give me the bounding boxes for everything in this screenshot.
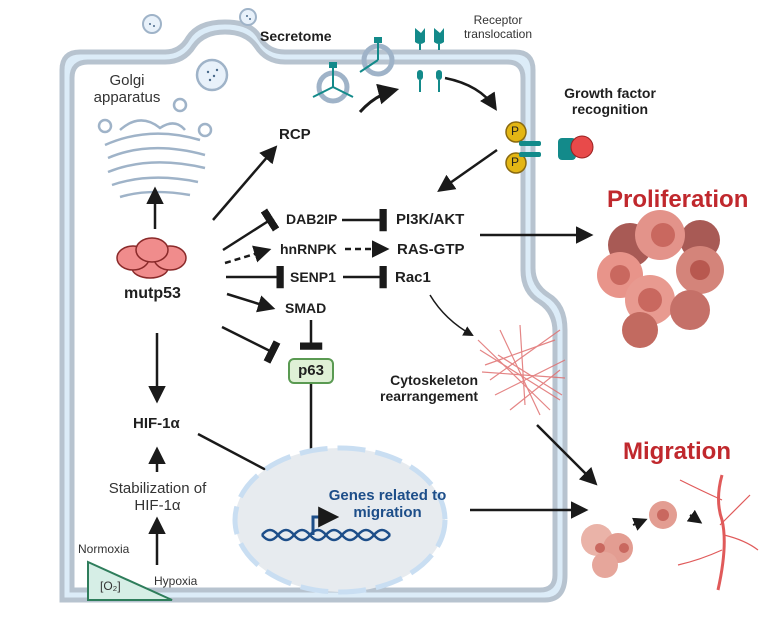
nucleus [232, 445, 448, 595]
oxygen-label: [O₂] [100, 579, 121, 593]
receptor-to-gf-arrow [444, 76, 497, 111]
smad-label: SMAD [285, 300, 327, 316]
cytoskeleton-label: Cytoskeleton rearrangement [380, 372, 478, 404]
golgi-label: Golgi apparatus [82, 72, 172, 107]
phospho-label-1: P [511, 124, 520, 138]
cell-membrane [59, 19, 568, 603]
receptor-translocation-line2: translocation [463, 26, 533, 41]
edge-cytoskeleton-migration [536, 424, 598, 486]
cytoskeleton-line2: rearrangement [380, 388, 479, 405]
edge-mutp53-rcp [212, 145, 278, 221]
translocation-arrow [358, 83, 400, 113]
stabilization-label: Stabilization of HIF-1α [100, 480, 215, 515]
migration-cells-icon [581, 501, 703, 578]
receptor-icon [415, 28, 444, 92]
dab2ip-label: DAB2IP [286, 211, 338, 227]
edge-mutp53-hnrnpk [224, 245, 272, 265]
rcp-label: RCP [279, 126, 311, 143]
dna-icon [261, 506, 391, 542]
edge-mutp53-smad [226, 292, 276, 313]
stabilization-line1: Stabilization of [108, 480, 207, 497]
receptor-translocation-label: Receptor translocation [458, 13, 538, 42]
p63-node: p63 [288, 358, 334, 384]
cytoskeleton-icon [477, 324, 566, 416]
proliferation-cells-icon [597, 210, 724, 348]
edge-rac1-cytoskeleton [429, 294, 474, 337]
genes-line2: migration [353, 504, 422, 522]
secretome-label: Secretome [260, 28, 332, 44]
phospho-label-2: P [511, 155, 520, 169]
edge-mutp53-p63 [221, 325, 281, 364]
golgi-line2: apparatus [93, 89, 161, 107]
senp1-label: SENP1 [290, 269, 336, 285]
ras-gtp-label: RAS-GTP [397, 241, 465, 258]
blood-vessel-icon [677, 474, 759, 591]
secretome-vesicle-icon [142, 8, 257, 92]
growth-factor-receptor-icon [505, 121, 594, 174]
genes-line1: Genes related to [328, 487, 447, 504]
hnrnpk-label: hnRNPK [280, 241, 337, 257]
normoxia-label: Normoxia [78, 542, 130, 556]
receptor-vesicle-icon [312, 37, 395, 104]
rac1-label: Rac1 [395, 269, 431, 286]
growth-factor-line2: recognition [571, 101, 649, 118]
pi3k-akt-label: PI3K/AKT [396, 211, 465, 228]
growth-factor-line1: Growth factor [564, 85, 656, 101]
hypoxia-label: Hypoxia [154, 574, 198, 588]
mutp53-protein-icon [116, 237, 187, 279]
mutp53-label: mutp53 [124, 285, 181, 302]
golgi-line1: Golgi [109, 72, 145, 89]
edge-mutp53-dab2ip [222, 208, 280, 252]
receptor-translocation-line1: Receptor [473, 13, 523, 27]
edge-gf-pi3k [437, 148, 498, 193]
growth-factor-label: Growth factor recognition [550, 85, 670, 117]
cytoskeleton-line1: Cytoskeleton [390, 372, 479, 388]
proliferation-label: Proliferation [607, 186, 749, 213]
oxygen-gradient-icon [87, 560, 173, 601]
stabilization-line2: HIF-1α [134, 497, 181, 515]
hif-label: HIF-1α [133, 415, 180, 432]
migration-label: Migration [623, 438, 731, 465]
genes-label: Genes related to migration [320, 487, 455, 522]
